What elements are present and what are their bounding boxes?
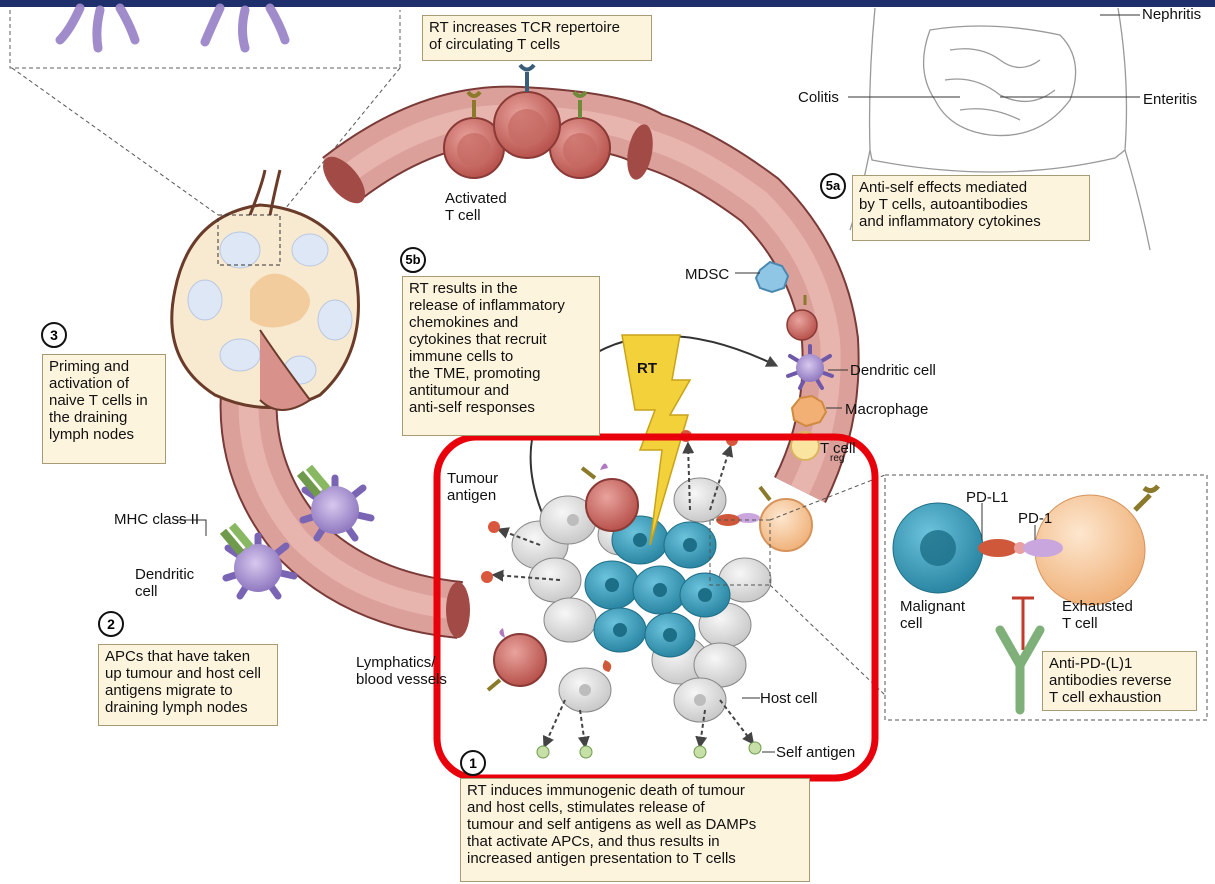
box-priming: Priming and activation of naive T cells … [42,354,166,464]
top-bar [0,0,1215,7]
box-apcs: APCs that have taken up tumour and host … [98,644,278,726]
step-2-badge: 2 [98,611,124,637]
label-host-cell: Host cell [760,690,818,707]
lymph-node [172,170,359,410]
label-nephritis: Nephritis [1142,6,1201,23]
step-5a-badge: 5a [820,173,846,199]
step-5b-badge: 5b [400,247,426,273]
label-dendritic-cell-left: Dendritic cell [135,566,194,600]
label-macrophage: Macrophage [845,401,928,418]
step-3-badge: 3 [41,322,67,348]
label-pd-1: PD-1 [1018,510,1052,527]
step-1-badge: 1 [460,750,486,776]
box-anti-pd: Anti-PD-(L)1 antibodies reverse T cell e… [1042,651,1197,711]
label-treg-subscript: reg [830,450,844,467]
dendritic-cell-inset [10,8,400,68]
label-activated-t-cell: Activated T cell [445,190,507,224]
label-dendritic-cell-right: Dendritic cell [850,362,936,379]
label-rt: RT [637,360,657,377]
box-tcr-repertoire: RT increases TCR repertoire of circulati… [422,15,652,61]
label-malignant-cell: Malignant cell [900,598,965,632]
label-self-antigen: Self antigen [776,744,855,761]
box-rt-death: RT induces immunogenic death of tumour a… [460,778,810,882]
label-mdsc: MDSC [685,266,729,283]
label-pd-l1: PD-L1 [966,489,1009,506]
label-enteritis: Enteritis [1143,91,1197,108]
label-exhausted-t-cell: Exhausted T cell [1062,598,1133,632]
label-colitis: Colitis [798,89,839,106]
label-tumour-antigen: Tumour antigen [447,470,498,504]
box-rt-release: RT results in the release of inflammator… [402,276,600,436]
box-anti-self-effects: Anti-self effects mediated by T cells, a… [852,175,1090,241]
label-lymphatics: Lymphatics/ blood vessels [356,654,447,688]
label-mhc-class-ii: MHC class II [114,511,199,528]
